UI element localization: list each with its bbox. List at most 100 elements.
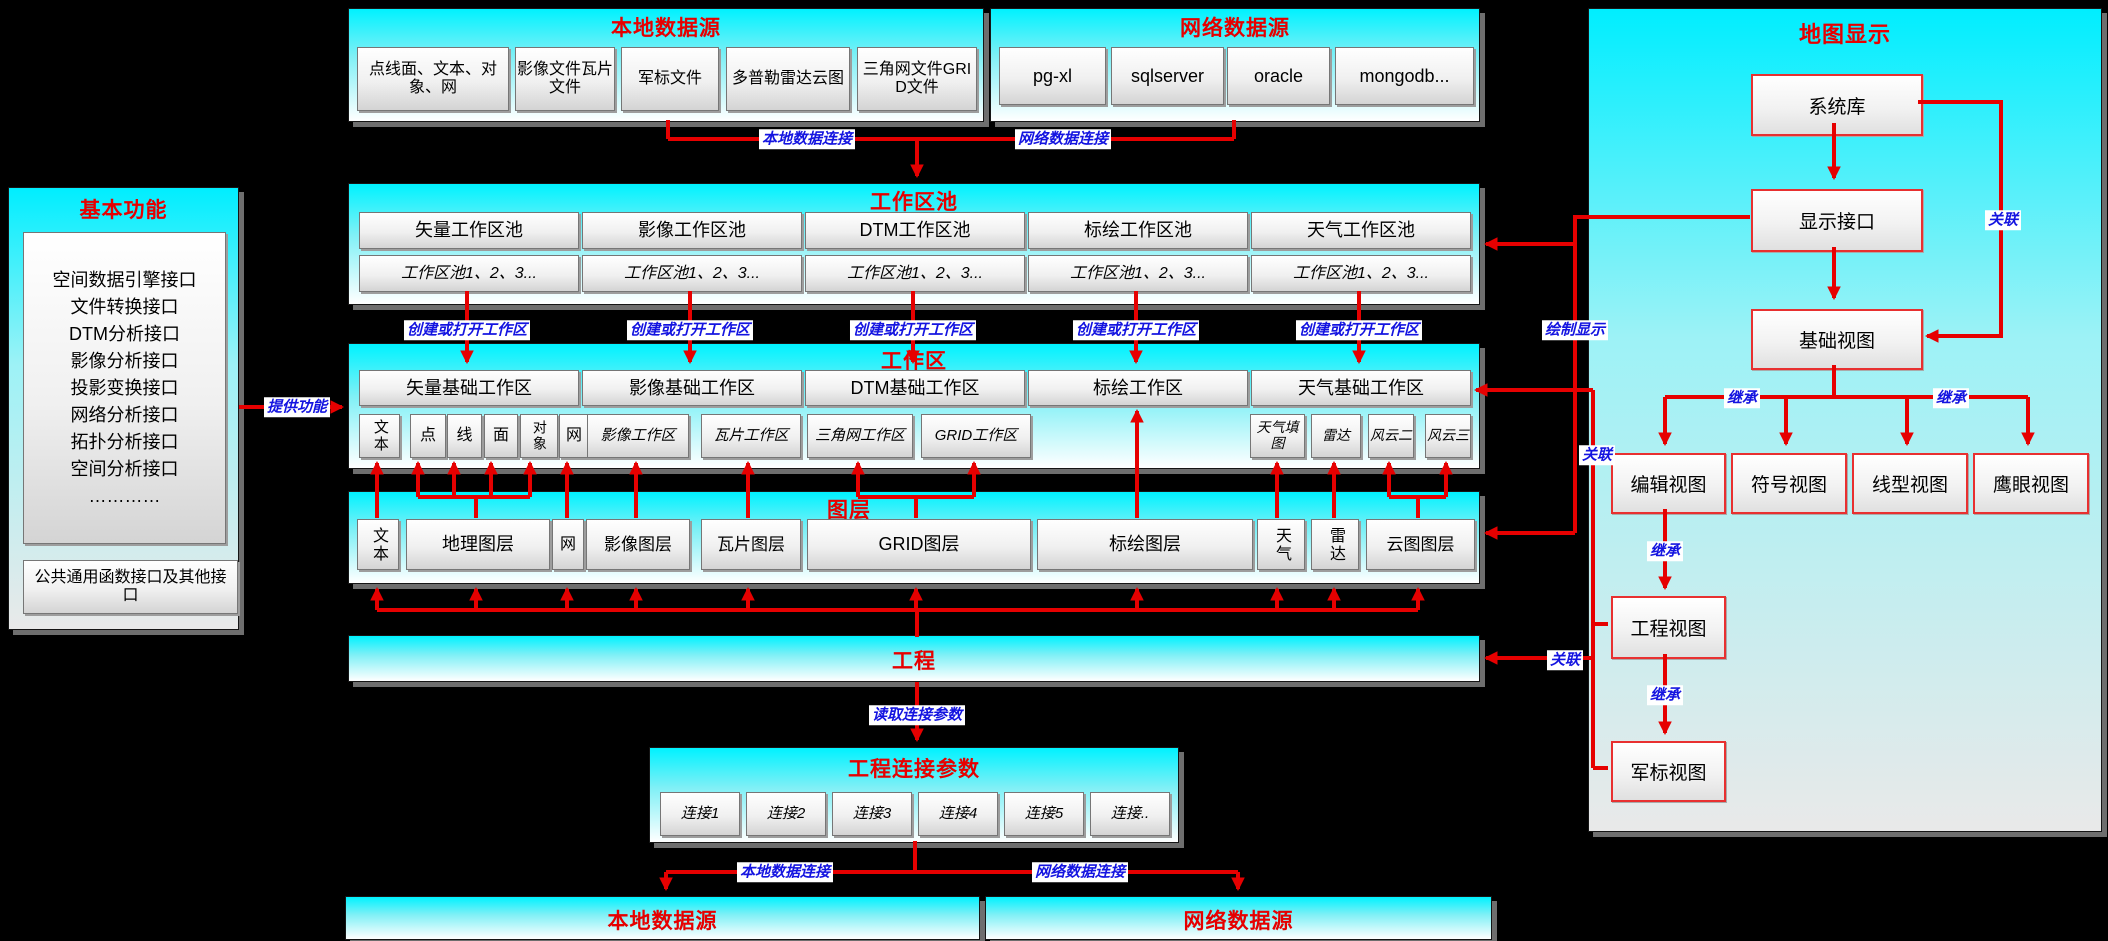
network-source-item: pg-xl (999, 47, 1106, 105)
workspace-main: DTM基础工作区 (805, 370, 1025, 406)
local-source-item: 军标文件 (621, 47, 719, 111)
assoc-label: 关联 (1984, 210, 2022, 230)
base-view-node: 基础视图 (1751, 309, 1923, 370)
connection-item: 连接1 (660, 792, 740, 836)
layer-item: 文本 (357, 519, 399, 570)
layer-item: 地理图层 (406, 519, 550, 570)
workspace-sub: 影像工作区 (587, 414, 689, 458)
local-link-label-bottom: 本地数据连接 (736, 862, 834, 882)
open-workspace-label: 创建或打开工作区 (849, 320, 977, 340)
interface-item: 网络分析接口 (70, 404, 179, 425)
layer-item: 网 (552, 519, 584, 570)
pool-item: 标绘工作区池 (1028, 212, 1248, 249)
pool-instances: 工作区池1、2、3... (1028, 255, 1248, 292)
layer-item: 标绘图层 (1037, 519, 1253, 570)
open-workspace-label: 创建或打开工作区 (403, 320, 531, 340)
workspace-sub: 网 (559, 414, 589, 458)
interface-item: 文件转换接口 (70, 296, 179, 317)
bottom-local-sources-title: 本地数据源 (607, 910, 718, 933)
inherit-label: 继承 (1723, 388, 1761, 408)
project-view-node: 工程视图 (1611, 596, 1726, 659)
interface-item: 空间分析接口 (70, 458, 179, 479)
assoc-label: 关联 (1546, 650, 1584, 670)
display-if-node: 显示接口 (1751, 189, 1923, 252)
pool-instances: 工作区池1、2、3... (359, 255, 579, 292)
local-source-item: 三角网文件GRID文件 (857, 47, 977, 111)
interface-item: 拓扑分析接口 (70, 431, 179, 452)
open-workspace-label: 创建或打开工作区 (1295, 320, 1423, 340)
eagle-view-node: 鹰眼视图 (1973, 453, 2089, 514)
workspace-sub: 瓦片工作区 (701, 414, 801, 458)
inherit-label: 继承 (1646, 685, 1684, 705)
workspace-main: 影像基础工作区 (582, 370, 802, 406)
layer-item: 影像图层 (586, 519, 690, 570)
workspace-sub: 线 (447, 414, 482, 458)
provide-functions-label: 提供功能 (263, 397, 331, 417)
connection-item: 连接.. (1090, 792, 1170, 836)
draw-display-label: 绘制显示 (1541, 320, 1609, 340)
military-view-node: 军标视图 (1611, 741, 1726, 802)
read-params-label: 读取连接参数 (868, 705, 966, 725)
network-source-item: sqlserver (1111, 47, 1224, 105)
workspace-sub: 风云二 (1368, 414, 1414, 458)
open-workspace-label: 创建或打开工作区 (626, 320, 754, 340)
local-data-sources-title: 本地数据源 (611, 17, 721, 40)
layer-item: 瓦片图层 (701, 519, 801, 570)
edit-view-node: 编辑视图 (1611, 453, 1726, 514)
connection-item: 连接2 (746, 792, 826, 836)
workspace-panel: 工作区 矢量基础工作区 影像基础工作区 DTM基础工作区 标绘工作区 天气基础工… (348, 343, 1480, 469)
symbol-view-node: 符号视图 (1731, 453, 1847, 514)
inherit-label: 继承 (1646, 541, 1684, 561)
pool-instances: 工作区池1、2、3... (805, 255, 1025, 292)
layer-item: 雷达 (1311, 519, 1359, 570)
map-display-title: 地图显示 (1798, 22, 1891, 47)
workspace-main: 天气基础工作区 (1251, 370, 1471, 406)
connection-item: 连接3 (832, 792, 912, 836)
assoc-label: 关联 (1578, 445, 1616, 465)
interface-list-box: 空间数据引擎接口 文件转换接口 DTM分析接口 影像分析接口 投影变换接口 网络… (23, 232, 226, 544)
map-display-panel: 地图显示 系统库 显示接口 基础视图 编辑视图 符号视图 线型视图 鹰眼视图 工… (1588, 8, 2102, 832)
local-source-item: 影像文件瓦片文件 (515, 47, 615, 111)
interface-item: ………… (88, 485, 161, 506)
bottom-network-sources-title: 网络数据源 (1183, 910, 1294, 933)
layer-item: 天气 (1257, 519, 1305, 570)
network-data-sources-panel: 网络数据源 pg-xl sqlserver oracle mongodb... (990, 8, 1480, 122)
common-functions-box: 公共通用函数接口及其他接口 (23, 560, 238, 614)
workspace-main: 矢量基础工作区 (359, 370, 579, 406)
network-data-sources-title: 网络数据源 (1180, 17, 1290, 40)
local-link-label-top: 本地数据连接 (758, 129, 856, 149)
layer-item: 云图图层 (1366, 519, 1475, 570)
local-source-item: 点线面、文本、对象、网 (357, 47, 509, 111)
pool-instances: 工作区池1、2、3... (1251, 255, 1471, 292)
workspace-main: 标绘工作区 (1028, 370, 1248, 406)
bottom-network-sources-bar: 网络数据源 (985, 896, 1492, 940)
network-link-label-bottom: 网络数据连接 (1031, 862, 1129, 882)
top-link-lines (666, 120, 1236, 141)
local-source-item: 多普勒雷达云图 (726, 47, 850, 111)
basic-functions-title: 基本功能 (79, 199, 168, 222)
network-source-item: mongodb... (1335, 47, 1474, 105)
workspace-sub: GRID工作区 (921, 414, 1031, 458)
local-data-sources-panel: 本地数据源 点线面、文本、对象、网 影像文件瓦片文件 军标文件 多普勒雷达云图 … (348, 8, 984, 122)
network-link-label-top: 网络数据连接 (1014, 129, 1112, 149)
interface-item: 空间数据引擎接口 (52, 269, 197, 290)
workspace-sub: 风云三 (1425, 414, 1471, 458)
line-view-node: 线型视图 (1852, 453, 1968, 514)
layer-item: GRID图层 (807, 519, 1031, 570)
workspace-sub: 点 (410, 414, 446, 458)
inherit-label: 继承 (1932, 388, 1970, 408)
network-source-item: oracle (1227, 47, 1330, 105)
workspace-sub: 天气填图 (1250, 414, 1305, 458)
system-lib-node: 系统库 (1751, 74, 1923, 136)
pool-item: DTM工作区池 (805, 212, 1025, 249)
project-bar: 工程 (348, 635, 1480, 682)
workspace-sub: 面 (484, 414, 518, 458)
pool-item: 影像工作区池 (582, 212, 802, 249)
project-title: 工程 (892, 650, 936, 673)
connection-params-panel: 工程连接参数 连接1 连接2 连接3 连接4 连接5 连接.. (649, 747, 1179, 843)
connection-item: 连接4 (918, 792, 998, 836)
workspace-pool-panel: 工作区池 矢量工作区池 影像工作区池 DTM工作区池 标绘工作区池 天气工作区池… (348, 183, 1480, 305)
pool-instances: 工作区池1、2、3... (582, 255, 802, 292)
open-workspace-label: 创建或打开工作区 (1072, 320, 1200, 340)
